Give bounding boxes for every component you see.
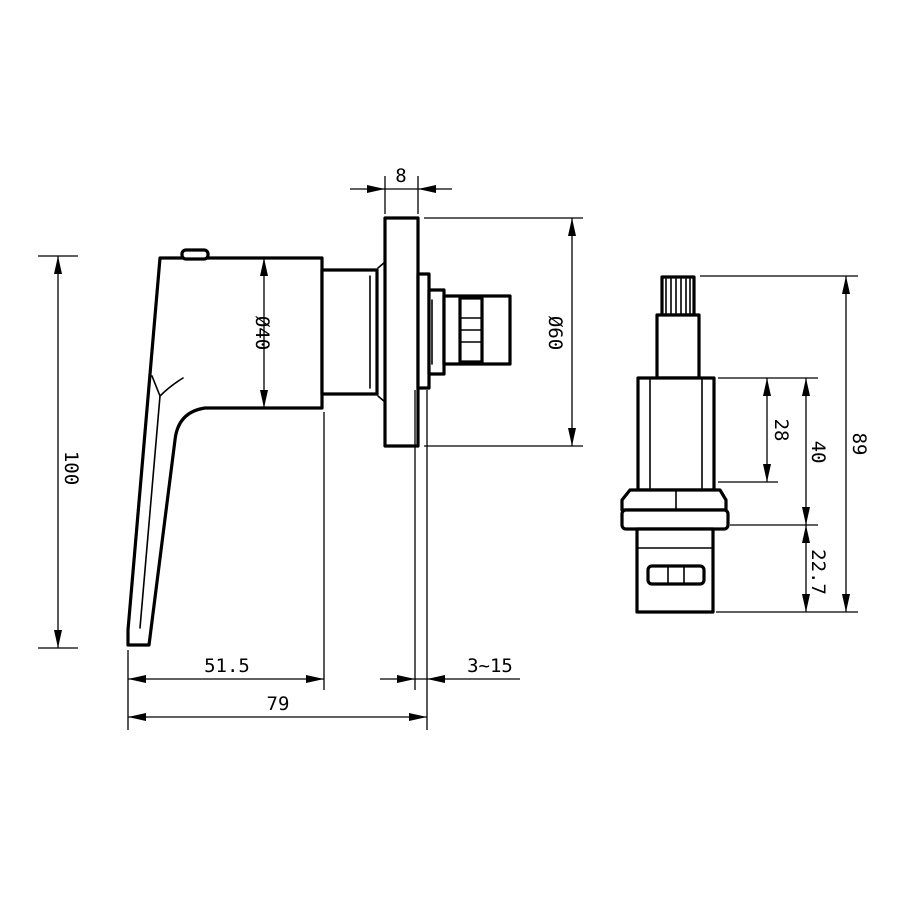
spindle-shaft — [655, 313, 701, 380]
dim-cartridge-lower: 22.7 — [807, 549, 829, 595]
dim-cartridge-collar: 28 — [770, 419, 792, 442]
grub-screw — [180, 248, 210, 261]
dimension-labels: 8 Ø40 Ø60 100 51.5 3~15 79 89 28 40 22.7 — [60, 165, 870, 715]
dim-flange-diameter: Ø60 — [544, 316, 566, 350]
dim-wall-range: 3~15 — [467, 655, 513, 677]
cartridge-port — [646, 564, 706, 586]
dim-handle-length: 51.5 — [204, 655, 250, 677]
lever-handle-fold — [159, 377, 184, 397]
cartridge-view — [620, 275, 730, 614]
back-nut — [416, 272, 431, 390]
body-neck — [320, 268, 379, 396]
dim-overall-length: 79 — [267, 693, 290, 715]
dim-cartridge-upper: 40 — [807, 441, 829, 464]
hex-nut — [620, 488, 728, 512]
washer — [620, 508, 730, 531]
dim-flange-thickness: 8 — [395, 165, 406, 187]
dimension-lines — [54, 185, 850, 721]
dim-cartridge-length: 89 — [848, 433, 870, 456]
wall-flange — [383, 216, 420, 448]
mixer-side-view — [126, 216, 512, 647]
lever-handle — [126, 256, 324, 647]
dim-overall-height: 100 — [60, 451, 82, 485]
dim-body-diameter: Ø40 — [251, 316, 273, 350]
